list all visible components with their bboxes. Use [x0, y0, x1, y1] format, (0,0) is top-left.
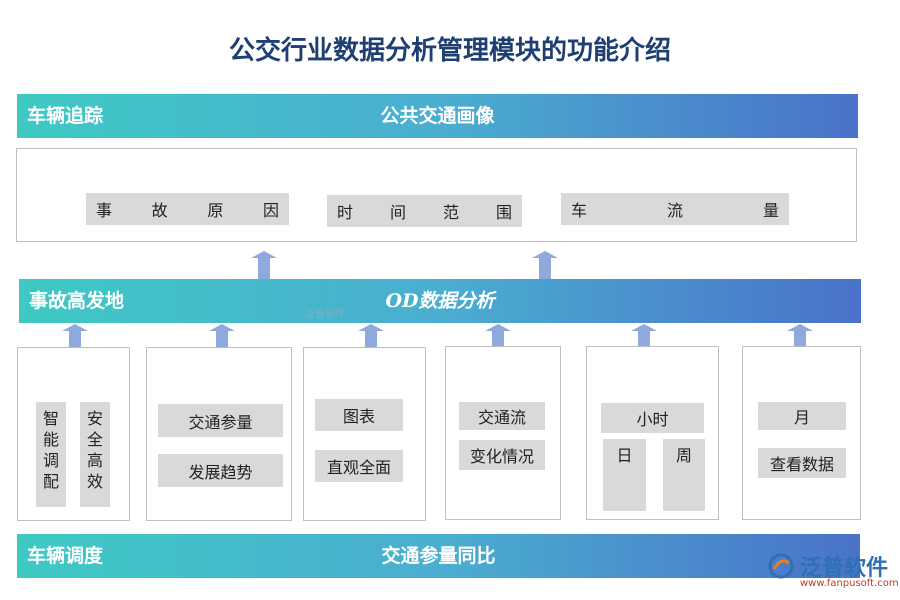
chip-char: 量 [762, 201, 779, 220]
chip-char: 围 [495, 203, 512, 222]
panel-1-col-1: 智能调配 [36, 402, 66, 507]
panel-2-chip-2: 发展趋势 [158, 454, 283, 487]
up-arrow-icon [787, 324, 813, 352]
chip-char: 范 [442, 203, 459, 222]
band-top: 车辆追踪 公共交通画像 [17, 94, 858, 138]
panel-3 [303, 347, 426, 521]
panel-1-col-2: 安全高效 [80, 402, 110, 507]
chip-char: 因 [262, 201, 279, 220]
panel-3-chip-1: 图表 [315, 399, 403, 431]
panel-5-chip-3: 周 [663, 439, 705, 511]
band-bottom-center-label: 交通参量同比 [381, 545, 496, 567]
chip-accident-cause: 事 故 原 因 [86, 193, 289, 225]
band-bottom-left-label: 车辆调度 [27, 545, 104, 567]
up-arrow-icon [532, 251, 558, 279]
chip-char: 故 [151, 201, 168, 220]
brand-mark-icon [768, 553, 794, 579]
band-top-left-label: 车辆追踪 [27, 105, 104, 127]
panel-1 [17, 347, 130, 521]
brand-name: 泛普软件 [800, 556, 889, 581]
up-arrow-icon [485, 324, 511, 352]
band-middle: 事故高发地 OD数据分析 [19, 279, 861, 323]
chip-time-range: 时 间 范 围 [327, 195, 522, 227]
chip-char: 时 [337, 203, 354, 222]
panel-6-chip-1: 月 [758, 402, 846, 430]
panel-4 [445, 346, 561, 520]
panel-6-chip-2: 查看数据 [758, 448, 846, 478]
chip-traffic-volume: 车 流 量 [561, 193, 789, 225]
watermark: 泛普软件 [305, 309, 345, 320]
up-arrow-icon [358, 324, 384, 352]
up-arrow-icon [62, 324, 88, 352]
band-middle-center-label: OD数据分析 [385, 290, 495, 312]
brand-logo: 泛普软件 [768, 550, 888, 582]
brand-url: www.fanpusoft.com [800, 578, 899, 589]
band-bottom: 车辆调度 交通参量同比 [17, 534, 860, 578]
chip-char: 车 [571, 201, 588, 220]
chip-char: 原 [207, 201, 224, 220]
panel-3-chip-2: 直观全面 [315, 450, 403, 482]
panel-4-chip-2: 变化情况 [459, 440, 545, 470]
chip-char: 间 [389, 203, 406, 222]
panel-2-chip-1: 交通参量 [158, 404, 283, 437]
band-middle-left-label: 事故高发地 [29, 290, 125, 312]
up-arrow-icon [631, 324, 657, 352]
chip-char: 流 [666, 201, 683, 220]
panel-5-chip-1: 小时 [601, 403, 704, 433]
panel-4-chip-1: 交通流 [459, 402, 545, 430]
panel-5-chip-2: 日 [603, 439, 646, 511]
page-title: 公交行业数据分析管理模块的功能介绍 [228, 36, 671, 66]
up-arrow-icon [209, 324, 235, 352]
up-arrow-icon [251, 251, 277, 279]
panel-6 [742, 346, 861, 520]
band-top-center-label: 公共交通画像 [380, 105, 495, 127]
chip-char: 事 [96, 201, 113, 220]
